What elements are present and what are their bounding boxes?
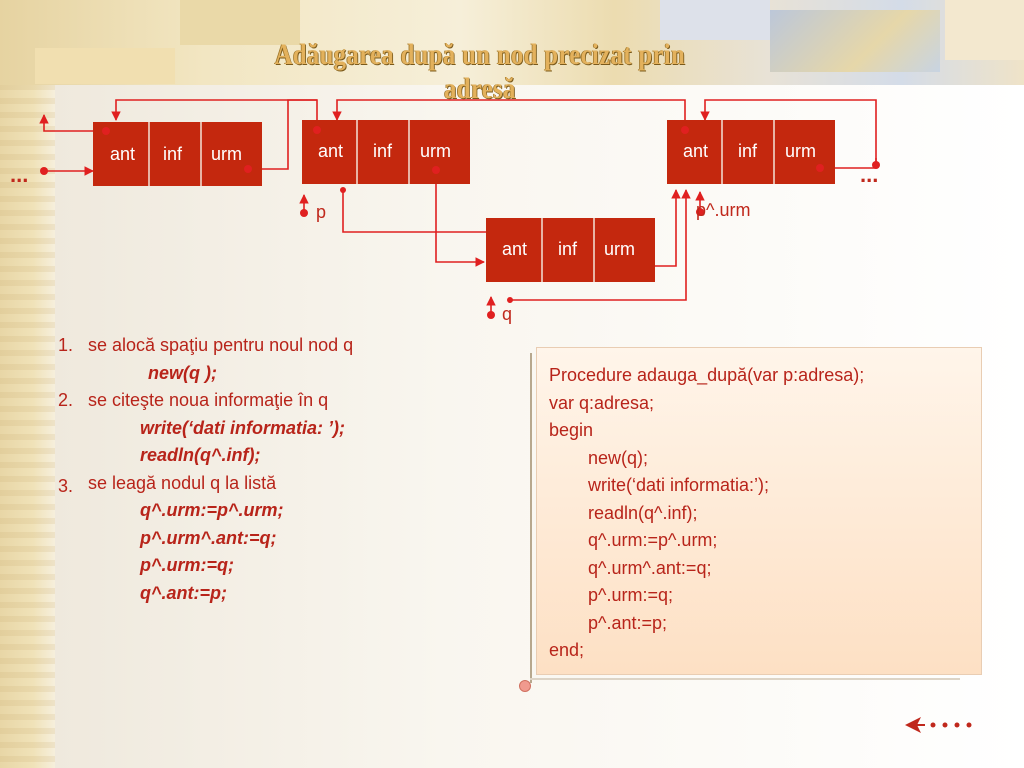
step-code: q^.ant:=p; — [140, 582, 228, 603]
code-line: q^.urm^.ant:=q; — [588, 557, 712, 578]
node-field-urm: urm — [211, 144, 242, 164]
steps-list: 1. se alocă spaţiu pentru noul nod q new(… — [58, 332, 478, 607]
link-line — [39, 114, 106, 132]
node-field-inf: inf — [163, 144, 183, 164]
pointer-label-p: p — [316, 202, 326, 222]
procedure-box — [536, 347, 982, 675]
link-line — [700, 99, 877, 169]
node-field-ant: ant — [110, 144, 135, 164]
code-line: write(‘dati informatia:’); — [588, 475, 770, 495]
banner-tile — [180, 0, 300, 45]
ellipsis-left: ... — [10, 162, 28, 187]
link-line — [332, 99, 686, 130]
pointer-label-q: q — [502, 304, 512, 324]
code-line: begin — [549, 420, 594, 440]
list-node-q: ant inf urm — [486, 218, 655, 282]
code-line: var q:adresa; — [549, 392, 655, 413]
code-line: q^.urm:=p^.urm; — [588, 530, 718, 550]
link-line — [435, 170, 485, 267]
link-line — [248, 99, 317, 170]
link-line — [111, 99, 318, 130]
code-line: Procedure adauga_după(var p:adresa); — [549, 365, 865, 385]
step-code: write(‘dati informatia: ’); — [140, 417, 346, 438]
step-text: se alocă spaţiu pentru noul nod q — [88, 335, 354, 355]
procedure-box-underline — [530, 678, 960, 680]
node-field-inf: inf — [373, 141, 393, 161]
ellipsis-right: ... — [860, 162, 878, 187]
bullet-dot-icon — [519, 680, 531, 692]
code-line: p^.urm:=q; — [588, 585, 673, 605]
node-field-urm: urm — [785, 141, 816, 161]
step-code: p^.urm:=q; — [140, 555, 235, 575]
node-field-ant: ant — [683, 141, 708, 161]
list-node-p: ant inf urm — [302, 120, 470, 184]
link-line — [510, 189, 691, 301]
banner-tile — [945, 0, 1024, 60]
step-code: q^.urm:=p^.urm; — [140, 500, 284, 520]
step-text: se citeşte noua informaţie în q — [88, 390, 329, 410]
banner-tile — [35, 48, 175, 84]
node-field-ant: ant — [318, 141, 343, 161]
step-code: p^.urm^.ant:=q; — [140, 527, 277, 548]
step-text: se leagă nodul q la listă — [88, 472, 277, 493]
step-code: readln(q^.inf); — [140, 445, 261, 465]
node-field-inf: inf — [738, 141, 758, 161]
list-node-1: ant inf urm — [93, 122, 262, 186]
pointer-label-p-urm: p^.urm — [696, 200, 750, 220]
procedure-box-edge — [530, 353, 532, 683]
code-line: new(q); — [588, 447, 649, 468]
slide-title: Adăugarea după un nod precizat prin adre… — [274, 38, 686, 105]
code-line: end; — [549, 640, 585, 660]
node-field-urm: urm — [604, 239, 635, 259]
step-number: 1. — [58, 335, 74, 355]
left-decorative-strip — [0, 0, 55, 768]
list-node-p-urm: ant inf urm — [667, 120, 835, 184]
step-number: 3. — [58, 475, 74, 496]
banner-tile — [770, 10, 940, 72]
step-number: 2. — [58, 390, 74, 410]
title-banner — [0, 0, 1024, 85]
code-line: readln(q^.inf); — [588, 502, 698, 523]
link-line — [342, 190, 507, 253]
banner-tile — [660, 0, 770, 40]
node-field-urm: urm — [420, 141, 451, 161]
procedure-code: Procedure adauga_după(var p:adresa); var… — [549, 362, 864, 665]
code-line: p^.ant:=p; — [588, 612, 668, 633]
node-field-ant: ant — [502, 239, 527, 259]
arrow-left-dots-icon[interactable] — [903, 713, 975, 737]
step-code: new(q ); — [148, 362, 217, 383]
node-field-inf: inf — [558, 239, 578, 259]
pointer-dots — [40, 126, 880, 319]
